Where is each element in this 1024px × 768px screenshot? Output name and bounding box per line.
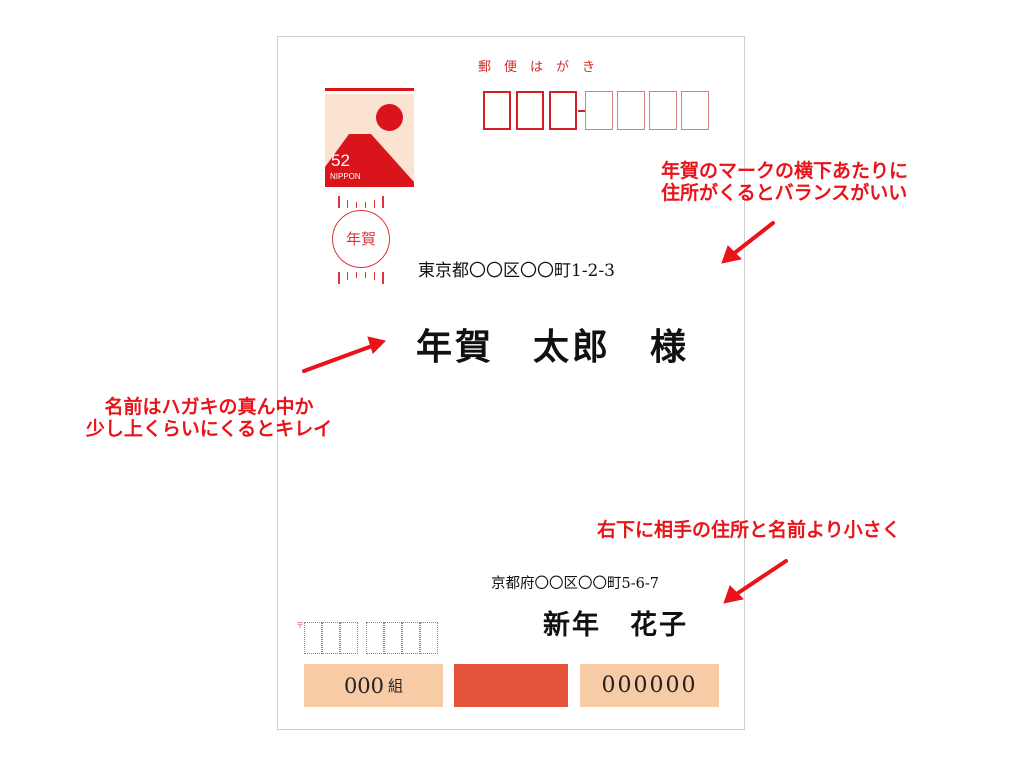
sender-postal-box: [340, 622, 358, 654]
postal-code-box: [585, 91, 613, 130]
stamp-country: NIPPON: [330, 172, 361, 181]
lottery-number: 000000: [580, 664, 719, 707]
mount-fuji-icon: [325, 134, 414, 187]
postal-code-box: [516, 91, 544, 130]
postcard-header: 郵便はがき: [478, 60, 609, 75]
sender-postal-box: [322, 622, 340, 654]
postmark-circle: [332, 210, 390, 268]
postal-code-box: [483, 91, 511, 130]
arrow-icon: [302, 344, 374, 373]
lottery-group-label: 組: [388, 677, 404, 695]
new-year-postmark: 年賀: [330, 196, 400, 288]
postmark-text: 年賀: [345, 230, 376, 248]
postal-code-box: [617, 91, 645, 130]
postmark-ticks-bottom: [338, 272, 384, 284]
postage-stamp: 52 NIPPON: [325, 88, 414, 187]
stamp-background: 52 NIPPON: [325, 94, 414, 187]
recipient-address: 東京都〇〇区〇〇町1-2-3: [418, 261, 615, 281]
sender-postal-box: [384, 622, 402, 654]
lottery-group-number: 000: [343, 673, 385, 698]
stamp-value: 52: [331, 151, 350, 170]
postal-code-box: [681, 91, 709, 130]
annotation-address-tip: 年賀のマークの横下あたりに 住所がくるとバランスがいい: [661, 160, 909, 204]
sun-icon: [376, 104, 403, 131]
sender-postal-box: [420, 622, 438, 654]
annotation-name-tip: 名前はハガキの真ん中か 少し上くらいにくるとキレイ: [85, 396, 333, 440]
annotation-sender-tip: 右下に相手の住所と名前より小さく: [597, 519, 901, 541]
arrow-icon: [730, 221, 775, 257]
sender-name: 新年 花子: [543, 610, 688, 641]
sender-address: 京都府〇〇区〇〇町5-6-7: [491, 576, 659, 592]
sender-postal-box: [304, 622, 322, 654]
lottery-red-block: [454, 664, 568, 707]
sender-postal-box: [366, 622, 384, 654]
sender-postal-box: [402, 622, 420, 654]
arrow-icon: [733, 559, 788, 597]
postal-code-dash: [578, 110, 585, 112]
lottery-group: 000 組: [304, 664, 443, 707]
stamp-top-bar: [325, 88, 414, 91]
postal-code-box: [549, 91, 577, 130]
postal-code-box: [649, 91, 677, 130]
postal-mark-icon: 〒: [296, 621, 304, 630]
postmark-ticks-top: [338, 196, 384, 208]
recipient-name: 年賀 太郎 様: [416, 326, 690, 368]
